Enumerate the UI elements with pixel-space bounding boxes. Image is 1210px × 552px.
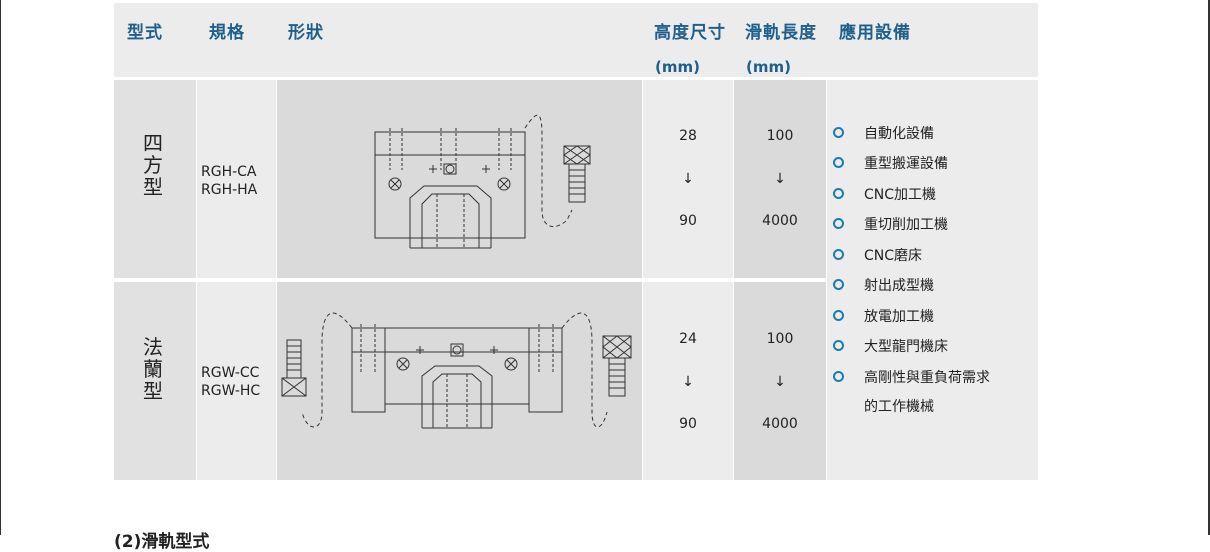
application-item: 重型搬運設備 [833, 154, 948, 174]
bullet-icon [833, 126, 844, 138]
row2-rail-cell [734, 282, 826, 480]
bullet-icon [833, 217, 844, 229]
header-height: 高度尺寸 [654, 23, 726, 43]
row1-rail-min: 100 [766, 128, 794, 144]
row2-rail-max: 4000 [762, 416, 798, 432]
row2-height-cell [643, 282, 733, 480]
row2-height-arrow: ↓ [682, 374, 694, 390]
row1-height-max: 90 [679, 213, 697, 229]
row2-type-cell [114, 282, 196, 480]
application-item: 放電加工機 [833, 307, 934, 327]
row1-spec-cell [197, 80, 276, 278]
application-item: 自動化設備 [833, 124, 934, 144]
row1-block-drawing [374, 114, 591, 249]
bullet-icon [833, 278, 844, 290]
bullet-icon [833, 370, 844, 382]
bullet-icon [833, 248, 844, 260]
header-application: 應用設備 [839, 23, 911, 43]
row2-spec-label: RGW-CC RGW-HC [201, 365, 261, 399]
row1-rail-arrow: ↓ [774, 171, 786, 187]
bullet-icon [833, 187, 844, 199]
header-rail-unit: (mm) [746, 58, 791, 76]
application-item: CNC加工機 [833, 185, 936, 205]
row2-shape-cell [277, 282, 642, 480]
page-frame-right [1208, 0, 1210, 535]
section-heading: (2)滑軌型式 [114, 532, 210, 552]
row1-height-arrow: ↓ [682, 171, 694, 187]
row1-type-cell [114, 80, 196, 278]
application-item: 重切削加工機 [833, 215, 948, 235]
row1-spec-label: RGH-CA RGH-HA [201, 164, 258, 198]
bullet-icon [833, 156, 844, 168]
row1-rail-max: 4000 [762, 213, 798, 229]
row2-height-max: 90 [679, 416, 697, 432]
page-frame-left [0, 0, 1, 535]
row1-type-label: 四 方 型 [143, 131, 163, 199]
row2-height-min: 24 [679, 331, 697, 347]
application-item-continued: 的工作機械 [864, 399, 934, 415]
row2-rail-min: 100 [766, 331, 794, 347]
header-shape: 形狀 [288, 23, 324, 43]
row1-height-cell [643, 80, 733, 278]
header-spec: 規格 [209, 23, 245, 43]
row1-rail-cell [734, 80, 826, 278]
row2-rail-arrow: ↓ [774, 374, 786, 390]
application-item: 大型龍門機床 [833, 337, 948, 357]
row2-type-label: 法 蘭 型 [143, 335, 163, 403]
row1-shape-cell [277, 80, 642, 278]
header-type: 型式 [127, 23, 163, 43]
header-height-unit: (mm) [655, 58, 700, 76]
bullet-icon [833, 339, 844, 351]
application-item: CNC磨床 [833, 246, 922, 266]
application-item: 射出成型機 [833, 276, 934, 296]
application-item: 高剛性與重負荷需求 [833, 368, 990, 388]
row2-block-drawing [281, 312, 632, 429]
row2-spec-cell [197, 282, 276, 480]
row1-height-min: 28 [679, 128, 697, 144]
header-rail: 滑軌長度 [745, 23, 817, 43]
bullet-icon [833, 309, 844, 321]
application-cell [827, 80, 1038, 480]
table-header [114, 3, 1038, 77]
